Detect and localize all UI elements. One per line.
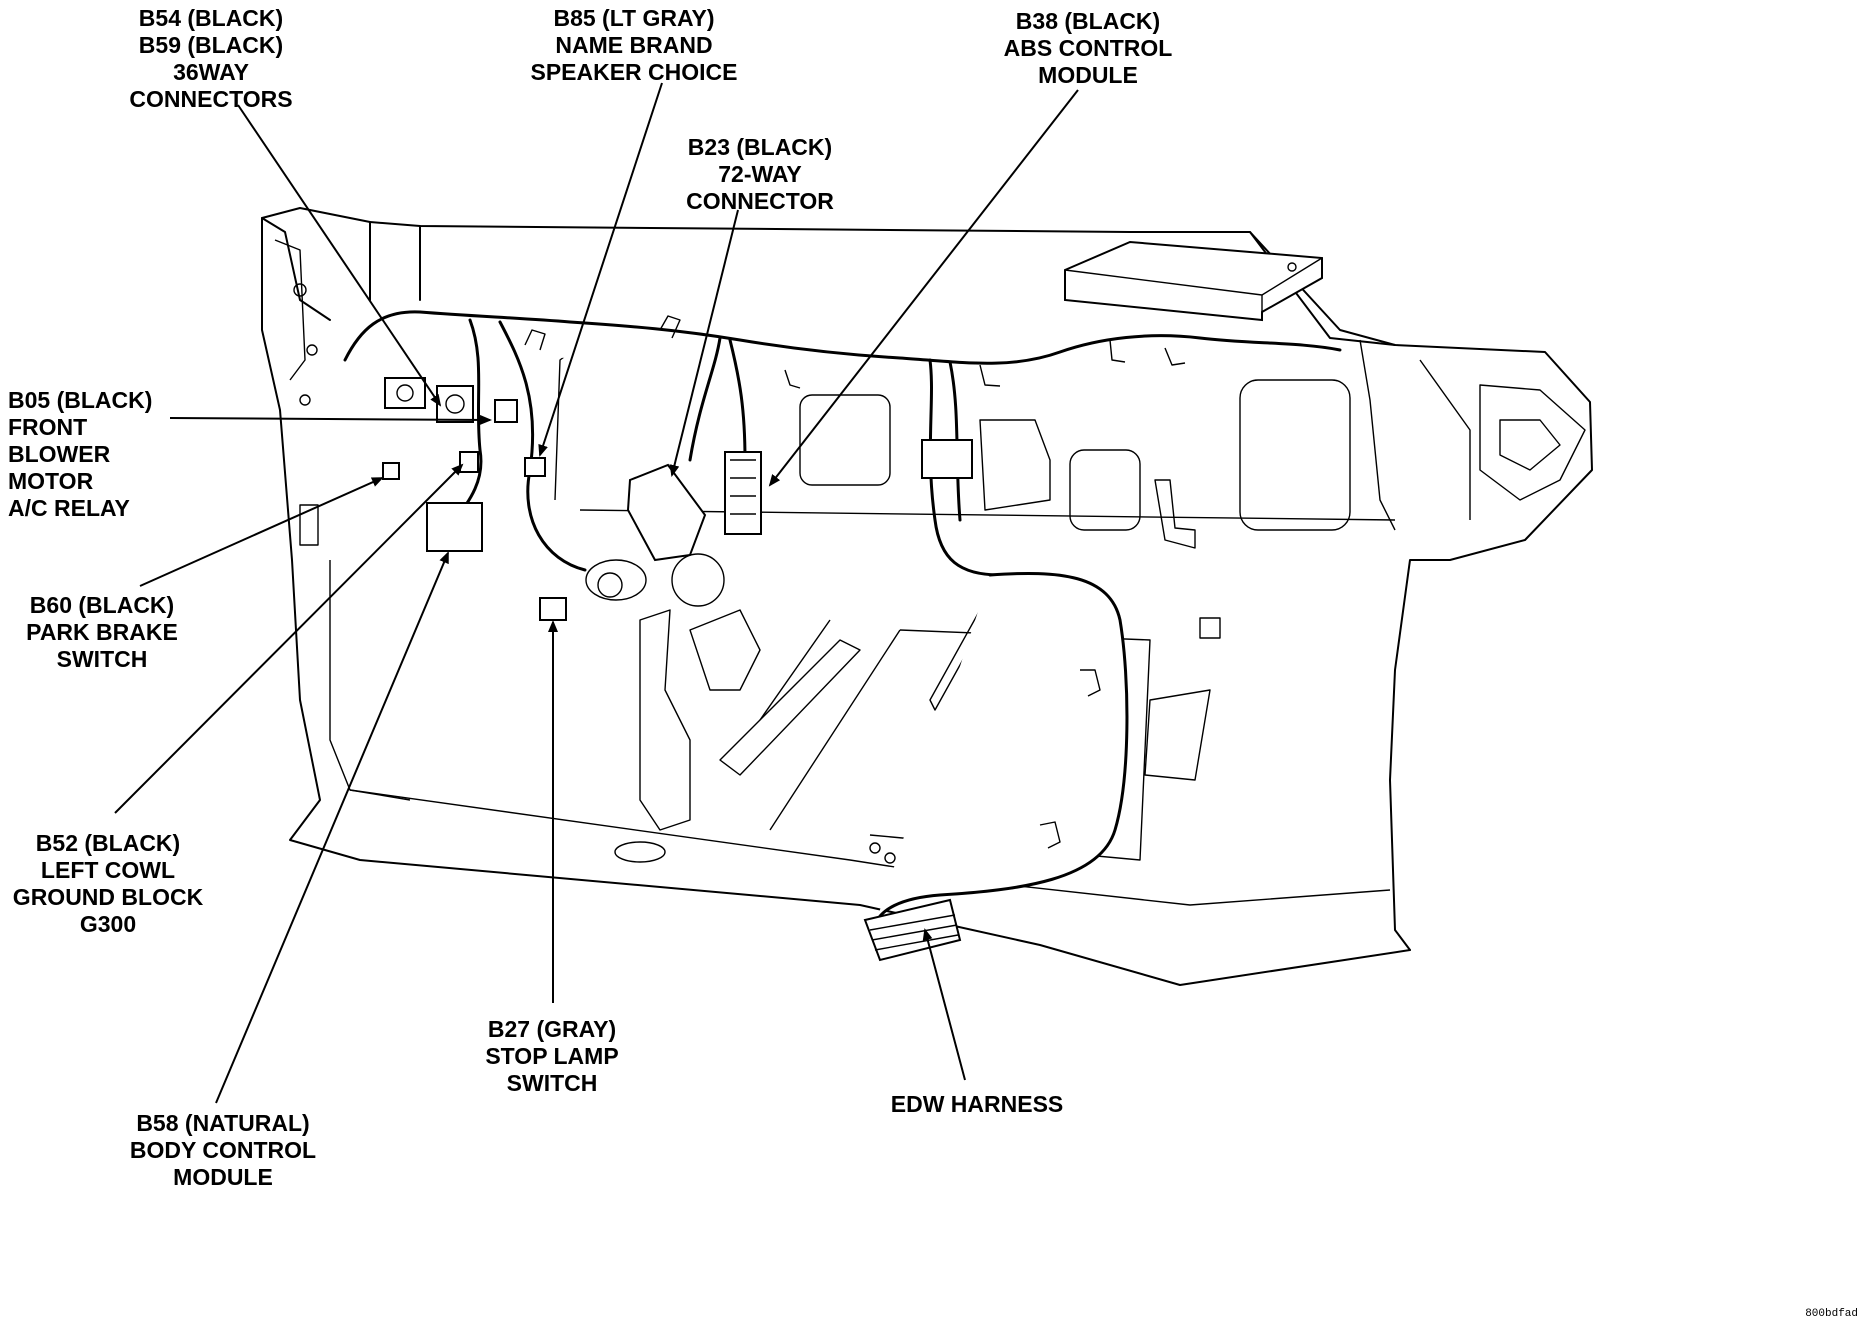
label-b52: B52 (BLACK) LEFT COWL GROUND BLOCK G300 [13,830,203,938]
label-b85-line3: SPEAKER CHOICE [530,59,738,85]
leader-b60 [139,477,384,587]
label-b38-line2: ABS CONTROL [1003,35,1173,61]
label-b23-line1: B23 (BLACK) [687,134,833,160]
label-b27-line2: STOP LAMP [485,1043,619,1069]
label-b60-line3: SWITCH [56,646,148,672]
label-b52-line1: B52 (BLACK) [35,830,181,856]
label-b52-line4: G300 [79,911,137,937]
label-b60: B60 (BLACK) PARK BRAKE SWITCH [26,592,178,673]
label-b85-line1: B85 (LT GRAY) [553,5,715,31]
label-b60-line2: PARK BRAKE [26,619,178,645]
label-b38: B38 (BLACK) ABS CONTROL MODULE [1004,8,1173,89]
main-harness [343,310,1342,962]
label-edw: EDW HARNESS [891,1091,1064,1118]
label-b27-line1: B27 (GRAY) [487,1016,617,1042]
label-b58-line2: BODY CONTROL [129,1137,317,1163]
label-b54-b59-line2: B59 (BLACK) [138,32,284,58]
label-b23: B23 (BLACK) 72-WAY CONNECTOR [686,134,834,215]
label-b27-line3: SWITCH [506,1070,598,1096]
label-b05-line1: B05 (BLACK) [8,387,153,413]
label-b38-line1: B38 (BLACK) [1015,8,1161,34]
label-b54-b59-line1: B54 (BLACK) [138,5,284,31]
label-b52-line3: GROUND BLOCK [12,884,204,910]
label-b05-line2: FRONT [8,414,88,440]
label-b54-b59: B54 (BLACK) B59 (BLACK) 36WAY CONNECTORS [129,5,292,113]
label-b23-line3: CONNECTOR [686,188,834,214]
leader-edw [922,928,966,1081]
leader-b54-b59 [237,104,442,407]
abs-control-module-body [1064,240,1323,322]
label-edw-line1: EDW HARNESS [890,1091,1064,1117]
label-b85-line2: NAME BRAND [555,32,713,58]
label-b58-line3: MODULE [173,1164,273,1190]
leader-b58 [215,551,449,1104]
label-b60-line1: B60 (BLACK) [29,592,175,618]
label-b05-line3: BLOWER [8,441,111,467]
label-b23-line2: 72-WAY [718,161,802,187]
label-b85: B85 (LT GRAY) NAME BRAND SPEAKER CHOICE [530,5,737,86]
label-b05: B05 (BLACK) FRONT BLOWER MOTOR A/C RELAY [8,387,152,522]
label-b58-line1: B58 (NATURAL) [136,1110,310,1136]
label-b05-line5: A/C RELAY [8,495,130,521]
label-b58: B58 (NATURAL) BODY CONTROL MODULE [130,1110,316,1191]
leader-lines [114,82,1079,1104]
components [382,377,973,621]
leader-b38 [768,89,1079,487]
figure-code: 800bdfad [1805,1308,1858,1320]
label-b54-b59-line3: 36WAY [173,59,249,85]
label-b52-line2: LEFT COWL [40,857,176,883]
label-b54-b59-line4: CONNECTORS [129,86,293,112]
label-b38-line3: MODULE [1038,62,1138,88]
label-b05-line4: MOTOR [8,468,94,494]
leader-b23 [669,209,739,477]
leader-b85 [538,82,663,457]
label-b27: B27 (GRAY) STOP LAMP SWITCH [485,1016,618,1097]
leader-b05 [169,414,492,425]
leader-b52 [114,463,464,814]
